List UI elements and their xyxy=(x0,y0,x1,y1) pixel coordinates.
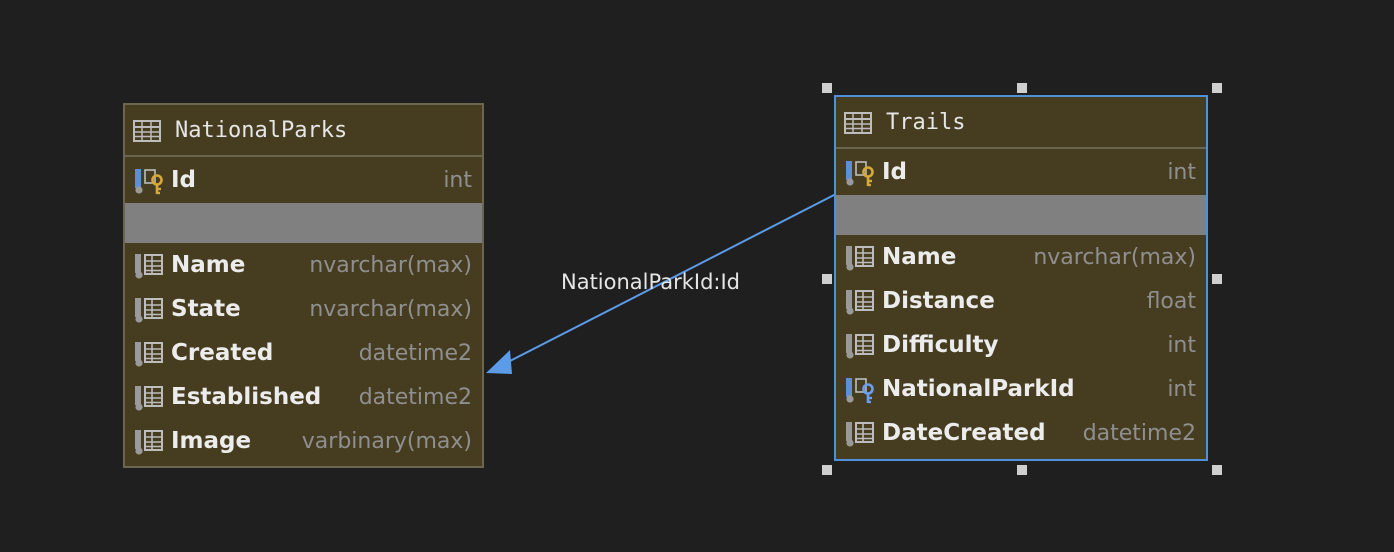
resize-handle-bottom[interactable] xyxy=(1017,465,1027,475)
table-icon xyxy=(133,120,161,142)
column-icon xyxy=(135,342,163,367)
table-icon xyxy=(844,112,872,134)
column-row-state[interactable]: State nvarchar(max) xyxy=(125,287,482,331)
column-name: Name xyxy=(882,244,957,270)
relationship-label[interactable]: NationalParkId:Id xyxy=(561,270,741,294)
column-icon xyxy=(135,386,163,411)
column-type: datetime2 xyxy=(358,340,472,366)
column-icon xyxy=(846,334,874,359)
column-type: int xyxy=(1167,332,1196,358)
column-name: NationalParkId xyxy=(882,376,1075,402)
column-row-name[interactable]: Name nvarchar(max) xyxy=(125,243,482,287)
column-icon xyxy=(135,254,163,279)
column-type: int xyxy=(1167,159,1196,185)
resize-handle-left[interactable] xyxy=(822,274,832,284)
column-row-id[interactable]: Id int xyxy=(125,157,482,203)
column-name: Distance xyxy=(882,288,995,314)
primary-key-icon xyxy=(135,169,163,195)
column-type: int xyxy=(443,167,472,193)
column-row-name[interactable]: Name nvarchar(max) xyxy=(836,235,1206,279)
column-row-distance[interactable]: Distance float xyxy=(836,279,1206,323)
relationship-arrowhead xyxy=(486,350,512,374)
column-row-image[interactable]: Image varbinary(max) xyxy=(125,419,482,463)
resize-handle-bottom-right[interactable] xyxy=(1212,465,1222,475)
column-row-nationalparkid[interactable]: NationalParkId int xyxy=(836,367,1206,411)
column-icon xyxy=(135,298,163,323)
column-row-id[interactable]: Id int xyxy=(836,149,1206,195)
column-type: nvarchar(max) xyxy=(309,252,472,278)
column-type: float xyxy=(1146,288,1196,314)
resize-handle-top-left[interactable] xyxy=(822,83,832,93)
resize-handle-top-right[interactable] xyxy=(1212,83,1222,93)
column-name: Id xyxy=(171,167,197,193)
column-row-created[interactable]: Created datetime2 xyxy=(125,331,482,375)
column-type: int xyxy=(1167,376,1196,402)
table-header[interactable]: NationalParks xyxy=(125,105,482,157)
column-type: datetime2 xyxy=(358,384,472,410)
table-title: Trails xyxy=(886,109,966,135)
foreign-key-icon xyxy=(846,378,874,404)
column-row-difficulty[interactable]: Difficulty int xyxy=(836,323,1206,367)
key-separator xyxy=(836,195,1206,235)
table-header[interactable]: Trails xyxy=(836,97,1206,149)
column-type: nvarchar(max) xyxy=(309,296,472,322)
resize-handle-right[interactable] xyxy=(1212,274,1222,284)
table-title: NationalParks xyxy=(175,117,348,143)
column-type: datetime2 xyxy=(1082,420,1196,446)
column-name: State xyxy=(171,296,241,322)
column-icon xyxy=(846,246,874,271)
column-row-established[interactable]: Established datetime2 xyxy=(125,375,482,419)
resize-handle-bottom-left[interactable] xyxy=(822,465,832,475)
column-icon xyxy=(846,290,874,315)
column-icon xyxy=(135,430,163,455)
column-row-datecreated[interactable]: DateCreated datetime2 xyxy=(836,411,1206,455)
column-icon xyxy=(846,422,874,447)
primary-key-icon xyxy=(846,161,874,187)
column-name: Created xyxy=(171,340,274,366)
column-name: Id xyxy=(882,159,908,185)
column-name: Difficulty xyxy=(882,332,999,358)
key-separator xyxy=(125,203,482,243)
column-name: DateCreated xyxy=(882,420,1046,446)
column-name: Established xyxy=(171,384,322,410)
resize-handle-top[interactable] xyxy=(1017,83,1027,93)
column-type: varbinary(max) xyxy=(301,428,472,454)
column-name: Image xyxy=(171,428,252,454)
column-type: nvarchar(max) xyxy=(1033,244,1196,270)
column-name: Name xyxy=(171,252,246,278)
